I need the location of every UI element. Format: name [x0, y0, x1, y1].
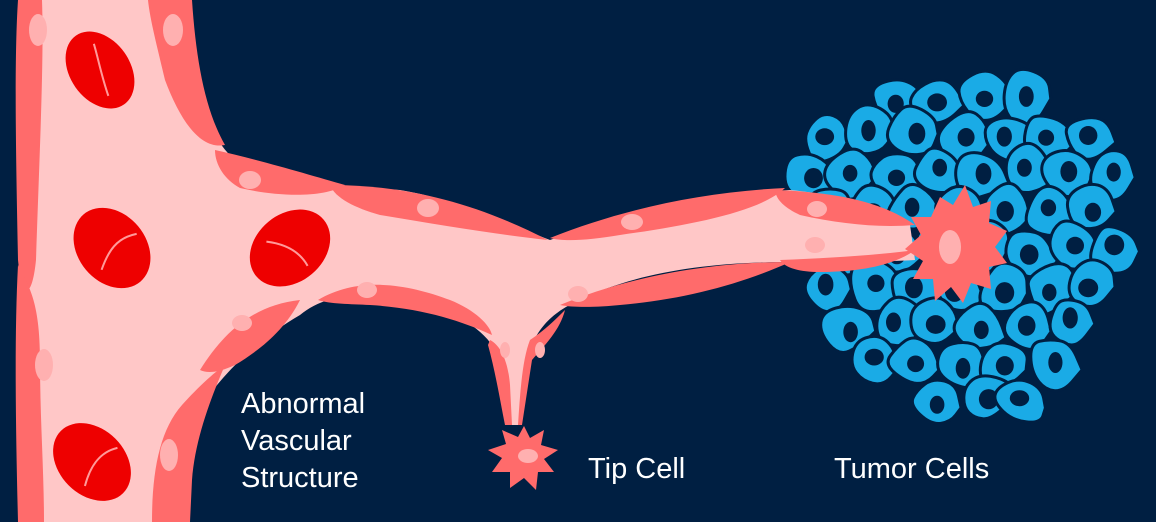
label-line: Abnormal	[241, 386, 365, 423]
tumor-cell	[912, 380, 961, 423]
tip-cell	[488, 426, 558, 490]
label-line: Vascular	[241, 423, 365, 460]
blood-vessel	[16, 0, 1007, 522]
tumor-cell	[805, 266, 851, 312]
label-abnormal-vascular-structure: Abnormal Vascular Structure	[241, 386, 365, 497]
tumor-cell	[1031, 340, 1082, 391]
label-tip-cell: Tip Cell	[588, 451, 685, 488]
tumor-cell	[995, 380, 1046, 422]
tumor-cell	[1050, 300, 1095, 345]
tumor-cell	[846, 105, 893, 154]
label-line: Structure	[241, 460, 365, 497]
label-tumor-cells: Tumor Cells	[834, 451, 989, 488]
